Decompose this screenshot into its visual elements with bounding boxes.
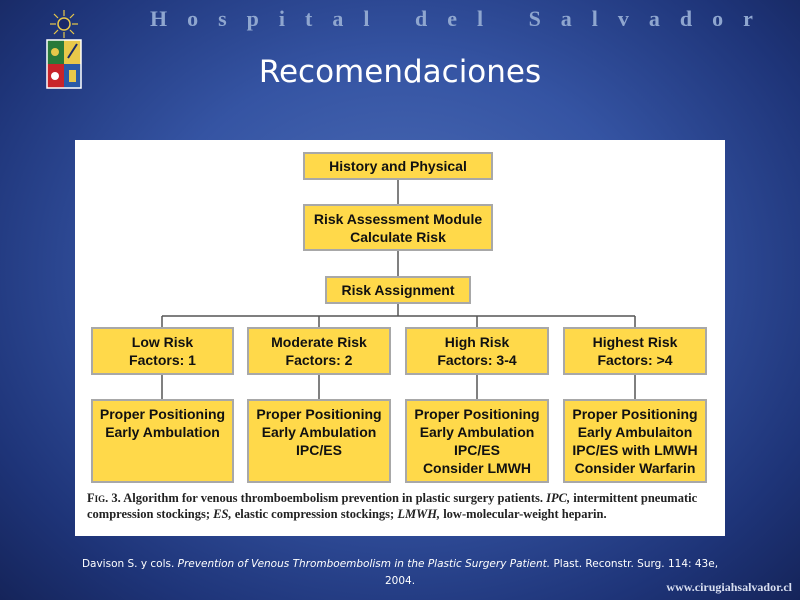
node-low-risk: Low Risk Factors: 1 xyxy=(91,327,234,375)
caption-text: Algorithm for venous thromboembolism pre… xyxy=(120,491,547,505)
caption-text: intermittent pneumatic compression stock… xyxy=(87,491,698,521)
figure-caption: Fig. 3. Algorithm for venous thromboembo… xyxy=(87,490,717,522)
reference-journal: Plast. Reconstr. Surg. 114: 43e, 2004. xyxy=(384,558,719,587)
node-line: Proper Positioning xyxy=(256,406,382,422)
flowchart-figure: History and Physical Risk Assessment Mod… xyxy=(75,140,725,536)
sun-star-icon xyxy=(50,10,78,38)
node-line: IPC/ES xyxy=(296,442,342,458)
node-line: Early Ambulation xyxy=(419,424,535,440)
node-highest-risk-treatment: Proper Positioning Early Ambulaiton IPC/… xyxy=(563,399,707,483)
university-crest-logo xyxy=(46,10,82,89)
caption-abbr-lmwh: LMWH, xyxy=(397,507,441,521)
node-line: High Risk xyxy=(444,334,510,350)
node-risk-assignment: Risk Assignment xyxy=(325,276,471,304)
node-line: Factors: 3-4 xyxy=(437,352,517,368)
header-title: Hospital del Salvador xyxy=(150,6,773,31)
node-high-risk: High Risk Factors: 3-4 xyxy=(405,327,549,375)
node-line: Calculate Risk xyxy=(350,228,446,245)
node-high-risk-treatment: Proper Positioning Early Ambulation IPC/… xyxy=(405,399,549,483)
node-line: Risk Assignment xyxy=(341,282,455,298)
node-line: Highest Risk xyxy=(592,334,678,350)
node-line: IPC/ES with LMWH xyxy=(572,442,698,458)
reference-article-title: Prevention of Venous Thromboembolism in … xyxy=(177,558,551,570)
node-moderate-risk: Moderate Risk Factors: 2 xyxy=(247,327,391,375)
node-line: Moderate Risk xyxy=(271,334,367,350)
caption-abbr-es: ES, xyxy=(213,507,232,521)
node-line: Early Ambulation xyxy=(261,424,377,440)
node-line: IPC/ES xyxy=(454,442,500,458)
caption-text: low-molecular-weight heparin. xyxy=(440,507,607,521)
node-line: Factors: 2 xyxy=(285,352,353,368)
node-line: Low Risk xyxy=(131,334,194,350)
node-line: Proper Positioning xyxy=(572,406,698,422)
footer-website: www.cirugiahsalvador.cl xyxy=(666,580,792,594)
node-line: Consider Warfarin xyxy=(574,460,696,476)
flowchart-connectors xyxy=(161,180,636,399)
node-line: Early Ambulaiton xyxy=(577,424,693,440)
node-line: History and Physical xyxy=(329,158,467,174)
caption-fig-label: Fig. 3. xyxy=(87,491,121,505)
caption-text: elastic compression stockings; xyxy=(231,507,398,521)
node-history-physical: History and Physical xyxy=(303,152,493,180)
node-line: Consider LMWH xyxy=(422,460,532,476)
node-line: Proper Positioning xyxy=(414,406,540,422)
node-low-risk-treatment: Proper Positioning Early Ambulation xyxy=(91,399,234,483)
node-line: Factors: 1 xyxy=(129,352,196,368)
citation-reference: Davison S. y cols. Prevention of Venous … xyxy=(70,556,730,590)
shield-icon xyxy=(46,39,82,89)
node-line: Factors: >4 xyxy=(597,352,673,368)
node-risk-assessment-module: Risk Assessment Module Calculate Risk xyxy=(303,204,493,251)
slide-title: Recomendaciones xyxy=(258,54,542,90)
node-line: Proper Positioning xyxy=(99,406,226,422)
caption-abbr-ipc: IPC, xyxy=(546,491,571,505)
node-highest-risk: Highest Risk Factors: >4 xyxy=(563,327,707,375)
node-line: Risk Assessment Module xyxy=(313,210,483,227)
reference-authors: Davison S. y cols. xyxy=(81,558,178,570)
node-moderate-risk-treatment: Proper Positioning Early Ambulation IPC/… xyxy=(247,399,391,483)
node-line: Early Ambulation xyxy=(105,424,220,440)
